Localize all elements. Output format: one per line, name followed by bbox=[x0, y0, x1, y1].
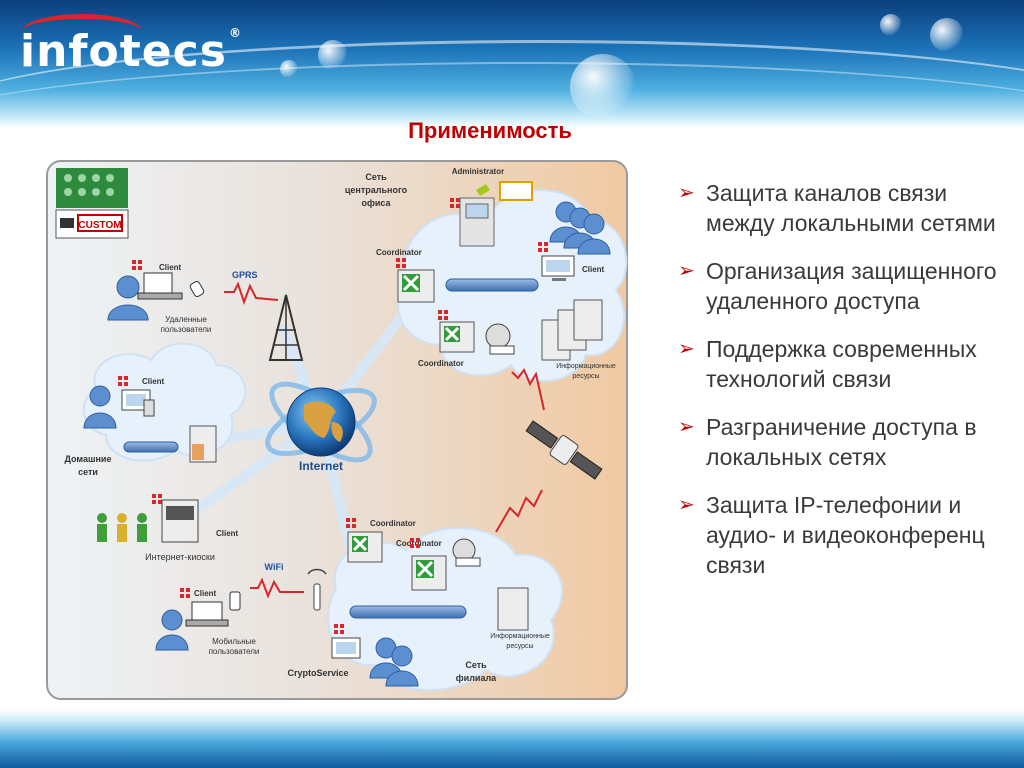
central-coordinator-label: Coordinator bbox=[376, 248, 422, 257]
branch-coordinator-label: Coordinator bbox=[370, 519, 416, 528]
cryptoservice-label: CryptoService bbox=[287, 668, 348, 678]
central-coordinator-2-icon bbox=[439, 321, 475, 353]
branch-net-label-1: Сеть bbox=[465, 660, 487, 670]
branch-users-icon bbox=[369, 637, 419, 687]
custom-badge-label: CUSTOM bbox=[78, 220, 121, 231]
kiosk-users-icon bbox=[97, 513, 147, 542]
footer-banner bbox=[0, 710, 1024, 768]
branch-net-label-2: филиала bbox=[456, 673, 497, 683]
branch-coordinator-icon bbox=[347, 531, 383, 563]
branch-server-icon bbox=[497, 587, 529, 631]
administrator-label: Administrator bbox=[452, 167, 504, 176]
home-client-label: Client bbox=[142, 377, 165, 386]
home-nets-label-2: сети bbox=[78, 467, 98, 477]
central-net-label-2: центрального bbox=[345, 185, 408, 195]
bullet-item: ➢Защита IP-телефонии и аудио- и видеокон… bbox=[678, 492, 985, 578]
mobile-users-label-1: Мобильные bbox=[212, 637, 256, 646]
mobile-client-label: Client bbox=[194, 589, 217, 598]
branch-dish-icon bbox=[452, 538, 481, 567]
wifi-signal-icon bbox=[250, 577, 304, 599]
central-net-label-1: Сеть bbox=[365, 172, 387, 182]
bullet-arrow-icon: ➢ bbox=[678, 182, 695, 204]
bullet-item: ➢Защита каналов связи между локальными с… bbox=[678, 180, 996, 236]
branch-satellite-signal-icon bbox=[495, 489, 543, 533]
bullet-arrow-icon: ➢ bbox=[678, 338, 695, 360]
remote-client-label: Client bbox=[159, 263, 182, 272]
home-lan-bus bbox=[123, 441, 179, 453]
lock-icon bbox=[132, 260, 142, 270]
home-client-icon bbox=[121, 389, 155, 417]
central-coordinator-2-label: Coordinator bbox=[418, 359, 464, 368]
gprs-signal-icon bbox=[224, 281, 279, 305]
branch-coordinator-2-icon bbox=[411, 555, 447, 591]
kiosk-client-label: Client bbox=[216, 529, 239, 538]
internet-globe: Internet bbox=[265, 381, 377, 473]
home-user-icon bbox=[83, 385, 117, 429]
central-users-icon bbox=[549, 201, 611, 255]
branch-resources-label-2: ресурсы bbox=[506, 643, 533, 650]
company-logo: infotecs® bbox=[20, 26, 242, 77]
network-diagram: CUSTOM Internet GPRS Client Удаленные по… bbox=[46, 160, 628, 700]
logo-swoosh bbox=[22, 14, 142, 49]
wifi-label: WiFi bbox=[265, 562, 284, 572]
wifi-antenna-icon bbox=[307, 568, 327, 611]
branch-cryptoservice-icon bbox=[331, 637, 361, 659]
central-satellite-signal-icon bbox=[511, 368, 545, 411]
remote-users-label-2: пользователи bbox=[161, 325, 212, 334]
bullet-item: ➢Поддержка современных технологий связи bbox=[678, 336, 977, 392]
bullet-item: ➢Разграничение доступа в локальных сетях bbox=[678, 414, 977, 470]
bullet-arrow-icon: ➢ bbox=[678, 416, 695, 438]
home-nets-label-1: Домашние bbox=[65, 454, 112, 464]
central-coordinator-icon bbox=[397, 269, 435, 303]
remote-user-icon bbox=[107, 272, 205, 321]
central-client-icon bbox=[541, 255, 575, 281]
gprs-label: GPRS bbox=[232, 270, 258, 280]
bullet-list: ➢Защита каналов связи между локальными с… bbox=[676, 178, 1006, 598]
kiosks-label: Интернет-киоски bbox=[145, 552, 215, 562]
central-client-label: Client bbox=[582, 265, 605, 274]
bullet-arrow-icon: ➢ bbox=[678, 260, 695, 282]
home-server-icon bbox=[189, 425, 217, 463]
central-resources-label-1: Информационные bbox=[556, 363, 616, 370]
branch-lan-bus bbox=[349, 605, 467, 619]
mobile-user-icon bbox=[155, 591, 241, 651]
central-dish-icon bbox=[485, 323, 515, 355]
branch-resources-label-1: Информационные bbox=[490, 633, 550, 640]
slide-title: Применимость bbox=[408, 118, 572, 143]
bullet-arrow-icon: ➢ bbox=[678, 494, 695, 516]
central-servers-icon bbox=[541, 299, 603, 361]
mobile-users-label-2: пользователи bbox=[209, 647, 260, 656]
administrator-workstation-icon bbox=[459, 181, 533, 247]
central-resources-label-2: ресурсы bbox=[572, 373, 599, 380]
kiosk-terminal-icon bbox=[161, 499, 199, 543]
internet-label: Internet bbox=[299, 459, 343, 473]
branch-coordinator-2-label: Coordinator bbox=[396, 539, 442, 548]
central-lan-bus bbox=[445, 278, 539, 292]
header-banner: infotecs® bbox=[0, 0, 1024, 128]
custom-badge: CUSTOM bbox=[55, 168, 129, 239]
bullet-item: ➢Организация защищенного удаленного дост… bbox=[678, 258, 997, 314]
central-net-label-3: офиса bbox=[361, 198, 391, 208]
satellite-icon bbox=[525, 420, 603, 480]
gprs-tower-icon bbox=[268, 294, 304, 361]
remote-users-label-1: Удаленные bbox=[165, 315, 207, 324]
